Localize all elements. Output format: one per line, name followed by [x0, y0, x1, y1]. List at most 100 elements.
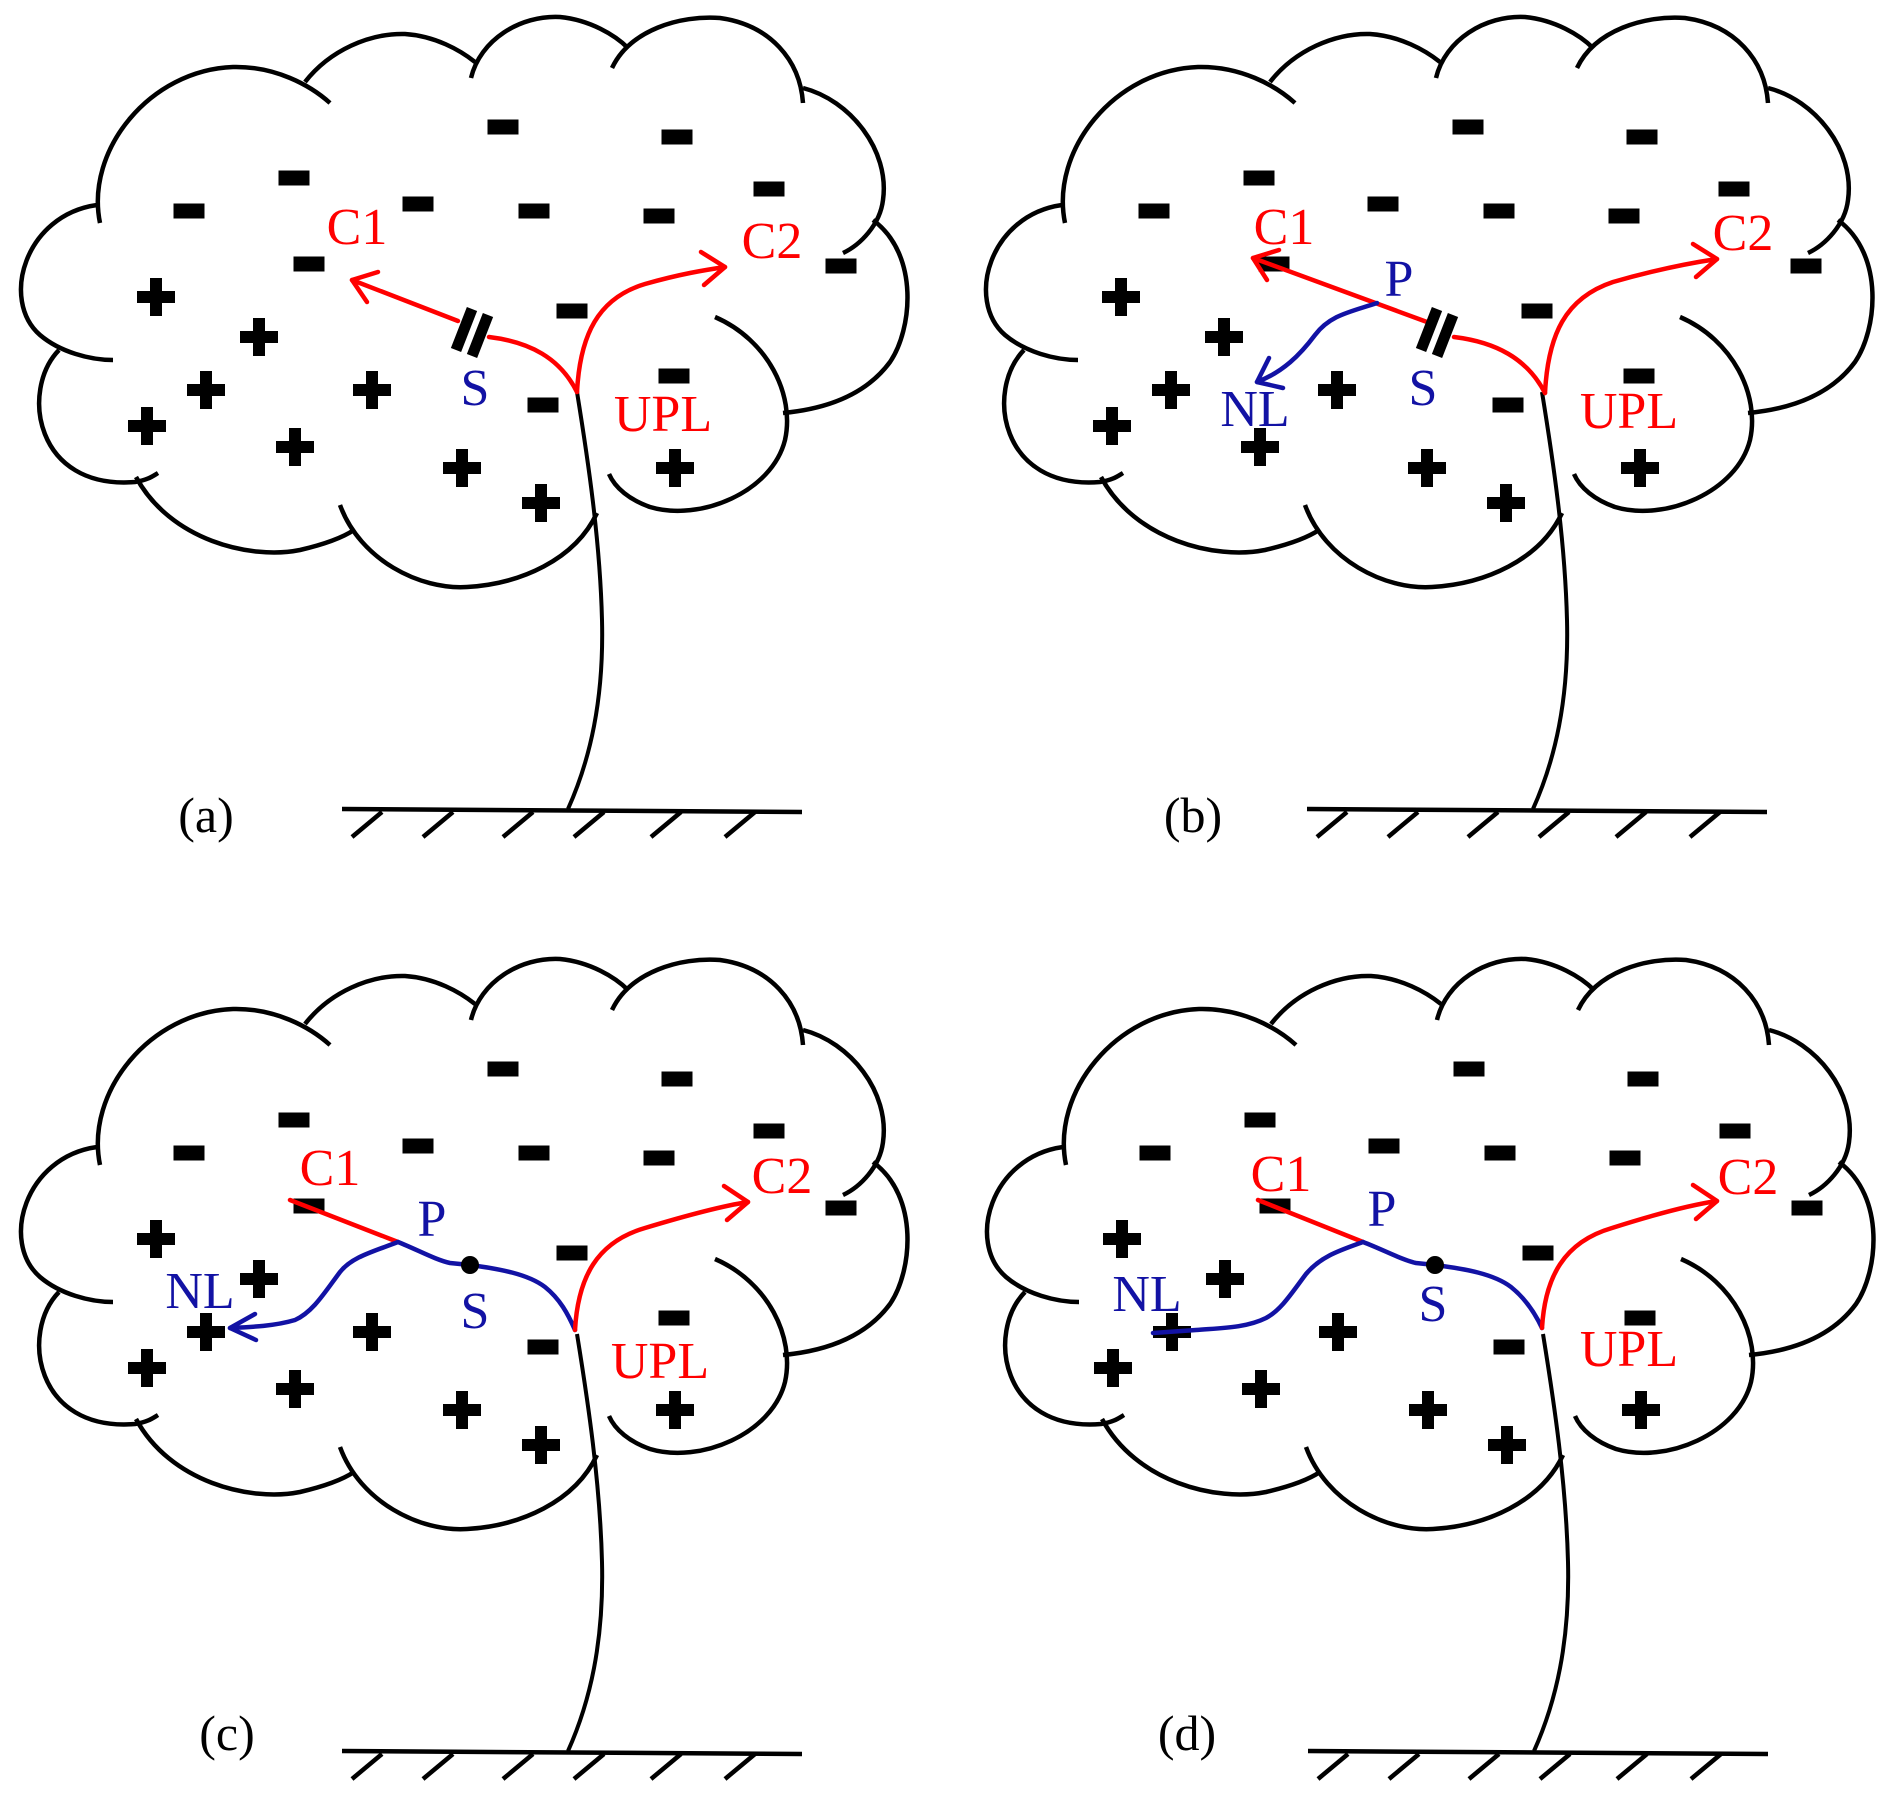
ground-hatch	[501, 810, 535, 839]
cloud-lobe-right-lower	[782, 1160, 910, 1358]
ground-hatch	[1615, 1752, 1649, 1781]
ground-hatch	[421, 1752, 455, 1781]
label-p: P	[418, 1191, 447, 1248]
label-c2: C2	[1713, 205, 1774, 262]
cloud-outline	[18, 956, 910, 1532]
cloud-lobe-top-left	[1060, 64, 1297, 224]
negative-leader-to-nl	[1150, 1239, 1366, 1336]
cloud-lobe-bottom-mid	[1302, 504, 1565, 590]
positive-charge	[656, 449, 694, 487]
tower-and-ground	[1306, 391, 1768, 839]
positive-charge-v-bar	[1165, 371, 1177, 409]
positive-charge-v-bar	[1332, 1313, 1344, 1351]
connected-channel-s-to-upl	[467, 1262, 578, 1333]
ground-line	[1306, 806, 1768, 815]
cloud-lobe-left-mid	[18, 1144, 114, 1305]
negative-charge	[527, 1339, 559, 1355]
cloud-lobe-top-3	[1433, 14, 1595, 79]
ground-hatch	[501, 1752, 535, 1781]
ground-hatch	[1316, 1752, 1350, 1781]
negative-charge	[278, 1112, 310, 1128]
positive-charge	[276, 428, 314, 466]
positive-charge	[1622, 1391, 1660, 1429]
positive-charge-v-bar	[1500, 484, 1512, 522]
label-upl: UPL	[1580, 383, 1678, 440]
positive-charge-v-bar	[1421, 449, 1433, 487]
arrowhead-nl	[1254, 355, 1286, 391]
positive-charge-v-bar	[456, 449, 468, 487]
cloud-lobe-left-lower	[36, 1290, 160, 1427]
connected-channel-p-to-s	[395, 1239, 473, 1268]
label-c2: C2	[1718, 1149, 1779, 1206]
cloud-lobe-bottom-left	[134, 475, 356, 555]
positive-charge-v-bar	[366, 1313, 378, 1351]
positive-charge	[137, 278, 175, 316]
negative-charge	[487, 1061, 519, 1077]
negative-charge	[278, 170, 310, 186]
charge-distribution	[128, 119, 857, 522]
positive-charge-v-bar	[289, 1370, 301, 1408]
positive-leader-to-c1	[1255, 1197, 1366, 1245]
positive-charge	[1094, 1349, 1132, 1387]
arrowhead-c1	[1250, 247, 1282, 283]
negative-charge	[402, 196, 434, 212]
positive-charge	[1621, 449, 1659, 487]
negative-charge	[825, 258, 857, 274]
positive-charge-v-bar	[141, 407, 153, 445]
cloud-lobe-top-left	[95, 1006, 332, 1166]
label-s: S	[1409, 360, 1438, 417]
connected-channel-p-to-s	[1360, 1239, 1438, 1268]
cloud-lobe-bottom-left	[1099, 475, 1321, 555]
positive-charge	[128, 1349, 166, 1387]
cloud-lobe-left-lower	[1002, 1290, 1126, 1427]
ground-line	[341, 1748, 803, 1757]
positive-charge-v-bar	[150, 1220, 162, 1258]
positive-charge	[1102, 278, 1140, 316]
negative-charge	[643, 1150, 675, 1166]
positive-charge	[1318, 371, 1356, 409]
positive-charge	[522, 484, 560, 522]
upward-positive-leader-to-c2	[1539, 1198, 1720, 1331]
positive-leader-s-segment	[486, 334, 580, 395]
positive-charge-v-bar	[289, 428, 301, 466]
negative-charge	[1244, 1112, 1276, 1128]
negative-charge	[1138, 203, 1170, 219]
cloud-lobe-inner-right	[606, 1256, 790, 1455]
positive-charge	[1206, 1260, 1244, 1298]
cloud-lobe-top-right	[1574, 15, 1771, 104]
label-p: P	[1385, 251, 1414, 308]
positive-leader-to-c1	[349, 277, 461, 324]
positive-charge	[240, 318, 278, 356]
positive-charge	[443, 1391, 481, 1429]
positive-charge-v-bar	[366, 371, 378, 409]
panel-label: (a)	[178, 787, 234, 843]
cloud-lobe-left-mid	[18, 202, 114, 363]
positive-charge	[240, 1260, 278, 1298]
negative-charge	[643, 208, 675, 224]
positive-charge-v-bar	[535, 1426, 547, 1464]
positive-charge-v-bar	[1635, 1391, 1647, 1429]
cloud-lobe-top-left	[95, 64, 332, 224]
ground-hatch	[1689, 1752, 1723, 1781]
cloud-lobe-inner-right	[1571, 314, 1755, 513]
cloud-lobe-inner-right	[606, 314, 790, 513]
negative-charge	[1493, 1339, 1525, 1355]
negative-charge	[753, 181, 785, 197]
negative-charge	[1719, 1123, 1751, 1139]
label-upl: UPL	[614, 386, 712, 443]
negative-leader-to-nl	[227, 1239, 401, 1331]
positive-charge-v-bar	[1331, 371, 1343, 409]
cut-symbol-bar-1	[450, 307, 478, 352]
ground-hatch	[1537, 810, 1571, 839]
positive-charge-v-bar	[1116, 1220, 1128, 1258]
positive-charge	[1242, 1370, 1280, 1408]
negative-charge	[173, 203, 205, 219]
label-s: S	[1419, 1276, 1448, 1333]
ground-hatch	[1538, 1752, 1572, 1781]
leader-channels	[349, 249, 728, 395]
label-c1: C1	[1251, 1146, 1312, 1203]
